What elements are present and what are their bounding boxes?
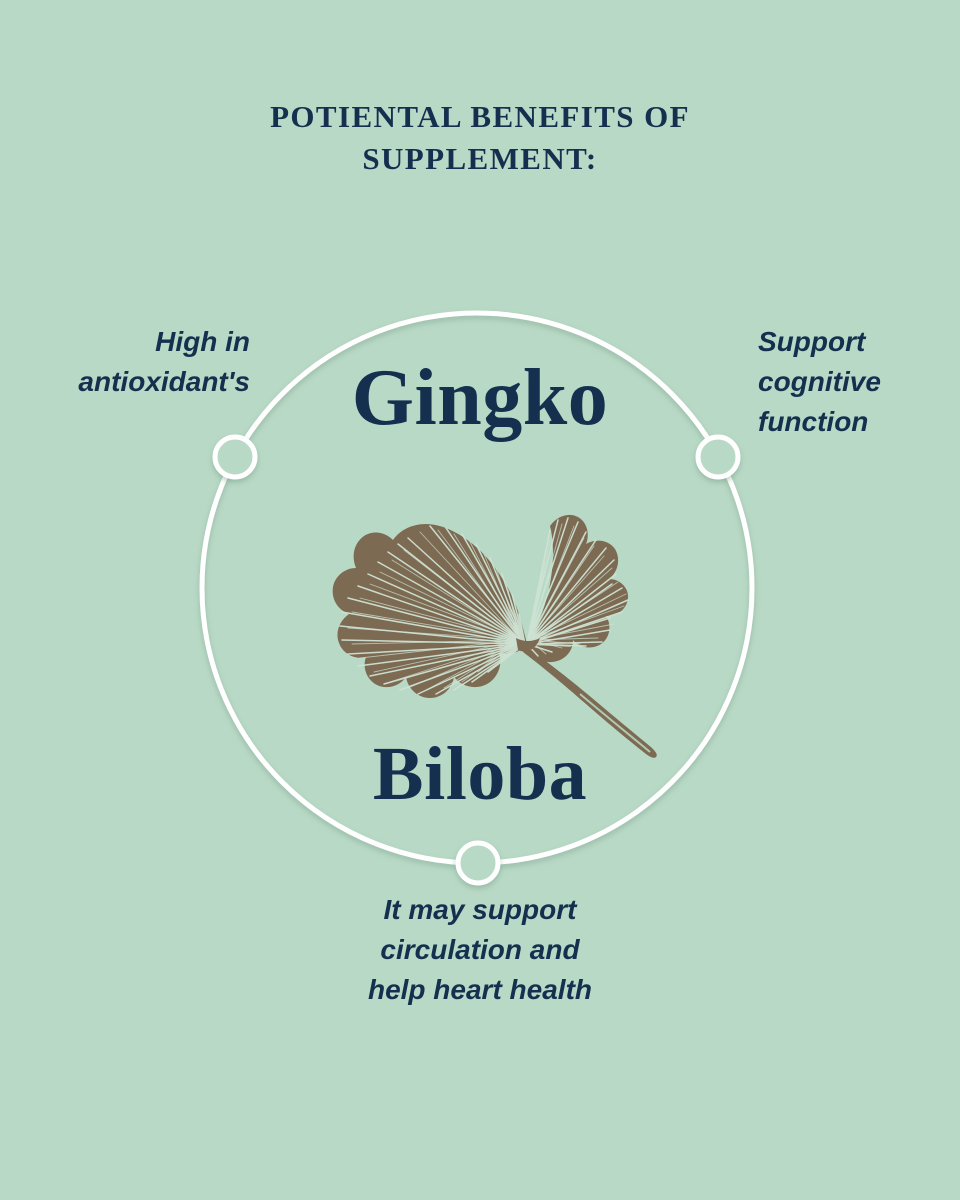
node-right-marker <box>695 434 741 480</box>
node-left-marker <box>212 434 258 480</box>
ginkgo-leaf-illustration <box>280 432 680 772</box>
brand-word-top: Gingko <box>351 354 609 442</box>
brand-word-bottom: Biloba <box>372 732 588 816</box>
benefit-label-antioxidants: High in antioxidant's <box>78 326 250 397</box>
benefit-label-cognitive-function: Support cognitive function <box>758 326 881 437</box>
page-title: POTIENTAL BENEFITS OF SUPPLEMENT: <box>270 99 690 176</box>
ginkgo-leaf-icon <box>332 514 657 758</box>
benefit-label-circulation-heart: It may support circulation and help hear… <box>367 894 593 1005</box>
node-bottom-marker <box>455 840 501 886</box>
